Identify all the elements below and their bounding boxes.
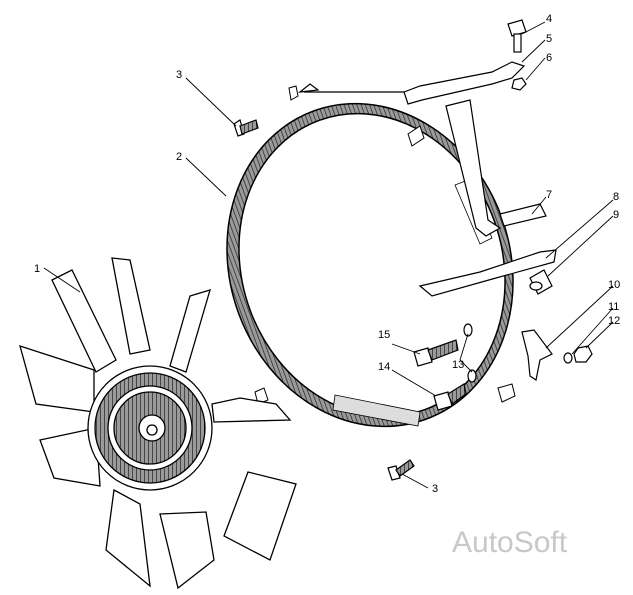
callout-11: 11 — [608, 301, 619, 313]
bolt-3-top — [233, 119, 259, 137]
vertical-support-strut — [445, 99, 547, 237]
spacer-bushing — [529, 269, 553, 295]
washer-and-nut — [563, 345, 593, 364]
callout-9: 9 — [613, 209, 619, 221]
callout-2: 2 — [176, 151, 182, 163]
callout-3-bottom: 3 — [432, 483, 438, 495]
callout-1: 1 — [34, 263, 40, 275]
bolt-14 — [433, 383, 467, 411]
callout-7: 7 — [546, 189, 552, 201]
top-bolt-and-nut — [507, 19, 527, 91]
bolt-15 — [413, 339, 459, 367]
watermark-logo: AutoSoft — [452, 526, 568, 559]
fan-blades — [19, 257, 297, 590]
washers-13 — [463, 323, 477, 383]
callout-8: 8 — [613, 191, 619, 203]
callout-6: 6 — [546, 52, 552, 64]
fan-assembly — [19, 257, 297, 590]
callout-4: 4 — [546, 13, 552, 25]
callout-14: 14 — [378, 361, 390, 373]
lower-brace — [418, 249, 557, 297]
callout-13: 13 — [452, 359, 464, 371]
callout-10: 10 — [608, 279, 620, 291]
callout-labels: 1 2 3 3 4 5 6 7 8 9 10 11 12 13 14 15 — [34, 13, 620, 495]
bolt-3-bottom — [387, 459, 415, 481]
small-bracket — [521, 329, 553, 381]
callout-5: 5 — [546, 33, 552, 45]
callout-12: 12 — [608, 315, 620, 327]
leader-lines — [43, 21, 614, 489]
fan-shroud-ring — [226, 85, 516, 428]
upper-mounting-bracket — [298, 61, 526, 105]
callout-15: 15 — [378, 329, 390, 341]
callout-3-top: 3 — [176, 69, 182, 81]
